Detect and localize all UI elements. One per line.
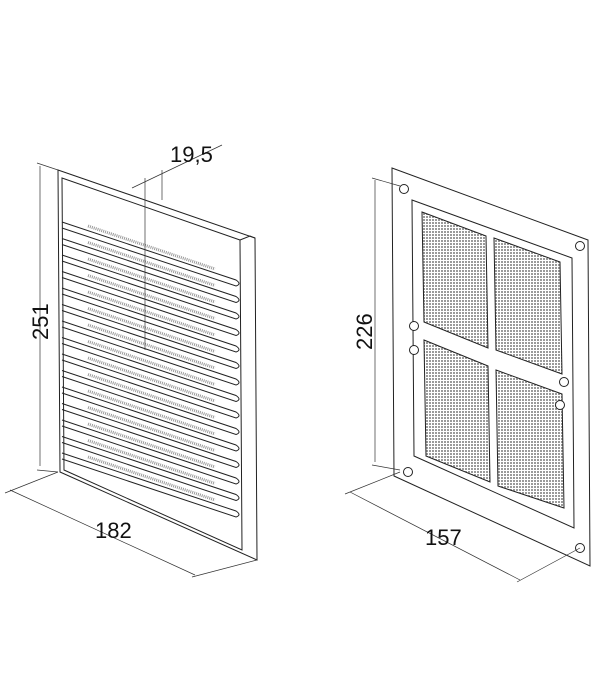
height-label-226: 226 [352,313,377,350]
mesh-panel [421,211,489,349]
mesh-panel [493,237,563,375]
back-grille [391,167,591,567]
louver-slat [61,386,240,452]
extension-line [4,471,59,494]
louver-slat [61,320,240,386]
depth-label-19-5: 19,5 [170,142,213,167]
screw-hole [555,400,565,410]
louver-slat [61,419,240,485]
screw-hole [575,241,585,251]
front-frame-outer [57,169,258,561]
screw-hole [409,321,419,331]
mounting-holes [399,184,585,553]
mesh-panel [423,339,491,483]
extension-line [36,469,59,473]
mesh-panels [421,211,565,509]
front-frame-inner [61,177,243,551]
extension-line [371,464,401,471]
screw-hole [409,345,419,355]
louver-slat [61,238,240,304]
back-frame-inner [411,199,575,529]
louvers [61,221,240,518]
front-grille [57,169,258,561]
back-dimensions: 226 157 [344,177,581,583]
louver-slat [61,370,240,436]
louver-slat [61,436,240,502]
front-frame-bevel [239,235,256,241]
width-label-157: 157 [425,525,462,550]
louver-slat [61,403,240,469]
screw-hole [399,184,409,194]
depth-dim-line [131,144,223,189]
width-dim-line [9,489,196,576]
louver-slat [61,271,240,337]
width-label-182: 182 [95,518,132,543]
louver-slat [61,304,240,370]
width-dim-line [349,491,521,581]
louver-slat [61,337,240,403]
extension-line [344,471,401,495]
extension-line [191,559,258,578]
louver-slat [61,221,240,287]
louver-slat [61,254,240,320]
louver-slat [61,452,240,518]
back-frame-outer [391,167,591,567]
louver-slat [61,353,240,419]
front-dimensions: 251 182 19,5 [4,142,258,578]
extension-line [516,547,581,583]
screw-hole [403,467,413,477]
mesh-panel [495,369,565,509]
extension-line [371,177,401,187]
extension-line [36,162,59,171]
height-label-251: 251 [28,303,53,340]
louver-slat [61,287,240,353]
screw-hole [559,377,569,387]
